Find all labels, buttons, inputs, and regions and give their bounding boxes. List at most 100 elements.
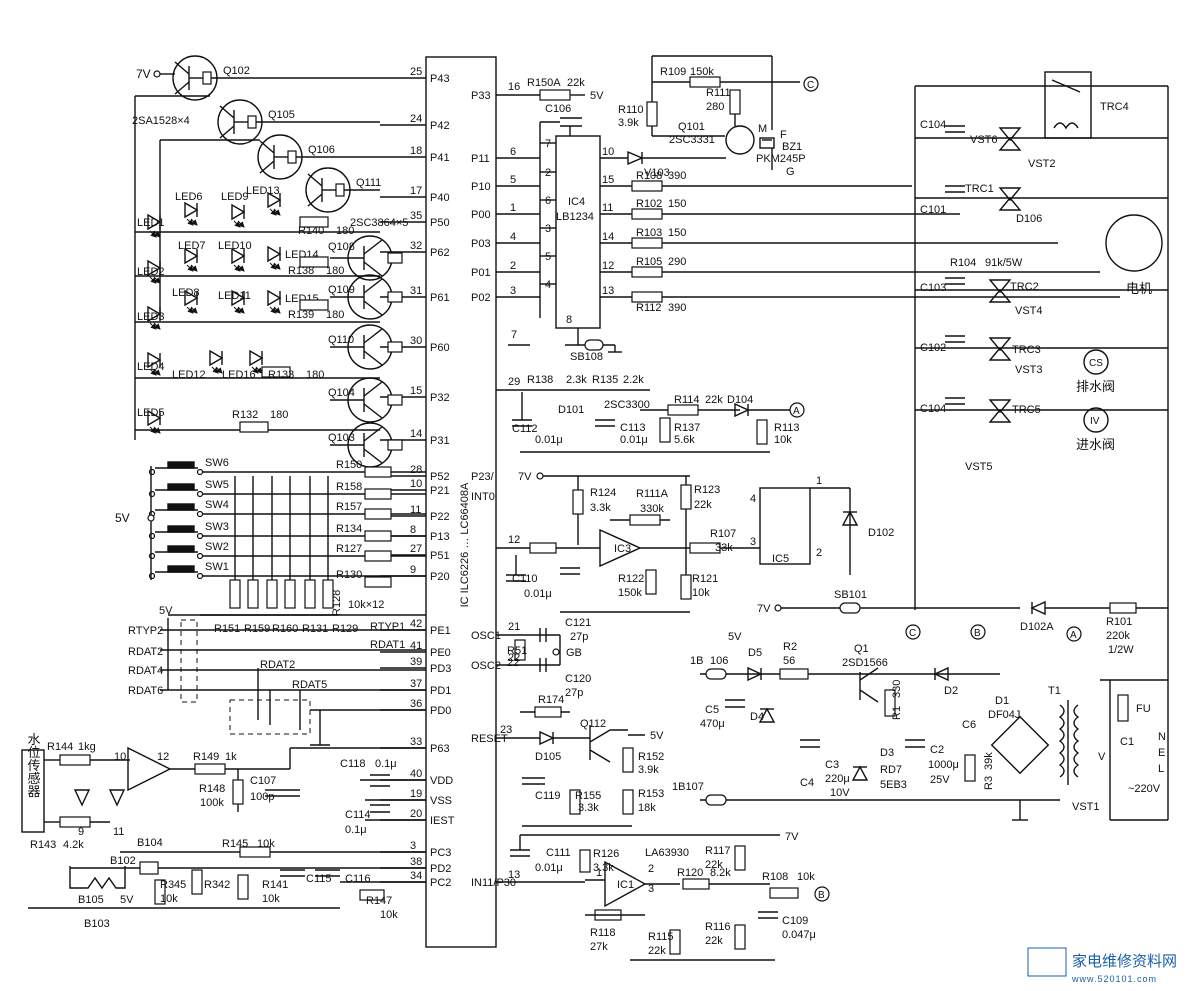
osc-pin21: 21 (508, 621, 520, 633)
q1-part: 2SD1566 (842, 657, 888, 669)
v7-opto-terminal (536, 472, 544, 480)
led-res-val-3: 180 (306, 369, 324, 381)
led-label-10: LED11 (218, 290, 251, 302)
d4-label: D4 (750, 711, 764, 723)
watermark: 家电维修资料网 www.520101.com (1027, 947, 1177, 984)
c1-label: C1 (1120, 736, 1134, 748)
drain-valve-symbol (1083, 349, 1109, 375)
r117-val: 22k (705, 859, 723, 871)
v7-top-terminal (153, 70, 161, 78)
ic5-pin1: 1 (816, 475, 822, 487)
r2-val: 56 (783, 655, 795, 667)
b102-label: B102 (110, 855, 136, 867)
r150a-val: 22k (567, 77, 585, 89)
r3-label: R3 (983, 776, 995, 790)
v7-top-label: 7V (136, 67, 151, 81)
bridge-rectifier (990, 715, 1050, 775)
trc4-relay (1044, 71, 1092, 139)
c6-label: C6 (962, 719, 976, 731)
osc-pin22: 22 (508, 652, 520, 664)
r137-label: R137 (674, 422, 700, 434)
mcu-rpin-num-12: 12 (508, 534, 520, 546)
drive-res-ref-0: R108 (636, 170, 662, 182)
led-led4: LED4 (137, 351, 165, 376)
r147-val: 10k (380, 909, 398, 921)
switch-label-0: SW6 (205, 457, 229, 469)
r120-val: 8.2k (710, 867, 731, 879)
j1b106-label: 1B (690, 655, 703, 667)
switch-resistor-r157: R157 (336, 501, 392, 520)
mcu-ic: IC ILC6226 … LC66408A (425, 56, 497, 948)
ic4-lpin-2: 6 (545, 195, 551, 207)
mcu-pin-name-27: PC2 (430, 877, 451, 889)
drive-res-val-3: 290 (668, 256, 686, 268)
r345-val: 10k (160, 893, 178, 905)
mcu-pin-num-27: 34 (410, 870, 422, 882)
switch-label-3: SW3 (205, 521, 229, 533)
mcu-rpin-name-13: RESET (471, 733, 508, 745)
mcu-pin-num-1: 24 (410, 113, 422, 125)
triac-stage-4 (915, 335, 1168, 361)
mcu-pin-num-8: 15 (410, 385, 422, 397)
r111a-label: R111A (636, 488, 669, 500)
ic4-lpin-3: 3 (545, 223, 551, 235)
switch-label-2: SW4 (205, 499, 229, 511)
mcu-rpin-num-3: 1 (510, 202, 516, 214)
led-res-val-1: 180 (326, 265, 344, 277)
mcu-pin-num-22: 40 (410, 768, 422, 780)
key-switches: SW6SW5SW4SW3SW2SW1R150R158R157R134R127R1… (148, 457, 426, 635)
r110-val: 3.9k (618, 117, 639, 129)
c107-val: 100p (250, 791, 274, 803)
ic4-rpin-5: 13 (602, 285, 614, 297)
c110-val: 0.01μ (524, 588, 552, 600)
r120-label: R120 (677, 867, 703, 879)
vdd-decoupling: C118 0.1μ C114 0.1μ (340, 758, 426, 836)
mcu-pin-num-12: 11 (410, 504, 421, 516)
npn-transistor-q103: Q103 (328, 422, 403, 468)
mcu-rpin-name-2: P10 (471, 181, 491, 193)
triac-stages (915, 125, 1168, 423)
mcu-rpin-name-11: OSC1 (471, 630, 501, 642)
ic1-pin13: 13 (508, 869, 520, 881)
c103-label: C103 (920, 282, 946, 294)
conn-c-top-label: C (807, 80, 814, 91)
mcu-pin-num-5: 32 (410, 240, 422, 252)
c101-label: C101 (920, 204, 946, 216)
vst3-label: VST3 (1015, 364, 1043, 376)
r145-val: 10k (257, 838, 275, 850)
watermark-url: www.520101.com (1071, 974, 1157, 984)
mcu-label: IC ILC6226 … LC66408A (459, 482, 471, 607)
r141-val: 10k (262, 893, 280, 905)
opto-pin29: 29 (508, 376, 520, 388)
c109-val: 0.047μ (782, 929, 816, 941)
mcu-rpin-num-6: 3 (510, 285, 516, 297)
mcu-pin-name-18: PD3 (430, 663, 451, 675)
conn-c-psu (905, 624, 921, 640)
mcu-pin-num-17: 41 (410, 640, 422, 652)
mcu-pin-num-15: 9 (410, 564, 416, 576)
triac-stage-3 (915, 277, 1168, 303)
switch-resistor-r134: R134 (336, 523, 392, 542)
c111-val: 0.01μ (535, 862, 563, 874)
switch-res-label-1: R158 (336, 481, 362, 493)
led-res-val-4: 180 (270, 409, 288, 421)
mcu-pin-name-4: P50 (430, 217, 450, 229)
c5-val: 470μ (700, 718, 725, 730)
rtyp1-label: RTYP1 (370, 621, 405, 633)
p33-pin-num: 16 (508, 81, 520, 93)
ic1-pin3: 3 (648, 883, 654, 895)
rd7-label: RD7 (880, 764, 902, 776)
conn-b-bottom-label: B (818, 890, 825, 901)
r1-val: 330 (891, 680, 903, 698)
r143-label: R143 (30, 839, 56, 851)
mcu-pin-name-25: PC3 (430, 847, 451, 859)
t1-label: T1 (1048, 685, 1061, 697)
bz1-f: F (780, 129, 787, 141)
v5-p33-label: 5V (590, 90, 604, 102)
gb-label: GB (566, 647, 582, 659)
v103-label: V103 (644, 167, 670, 179)
npn-label-1: Q109 (328, 284, 355, 296)
